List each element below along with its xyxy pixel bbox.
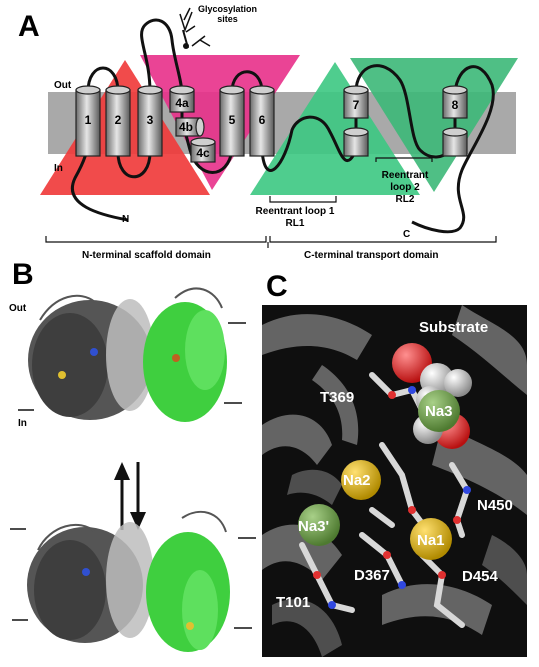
helix-3-label: 3 (146, 113, 154, 127)
green-triangle-left (250, 62, 420, 195)
rl1-label: Reentrant loop 1 RL1 (255, 206, 335, 229)
label-d367: D367 (354, 567, 390, 584)
rl2-bracket (375, 157, 433, 162)
helix-4b (175, 117, 205, 137)
helix-7 (343, 85, 369, 157)
helix-4b-label: 4b (178, 120, 193, 134)
helix-5 (219, 85, 245, 157)
label-na3-prime: Na3' (298, 518, 330, 535)
conformation-arrows (114, 462, 146, 530)
structure-outward (28, 287, 227, 422)
helix-1 (75, 85, 101, 157)
out-label-b: Out (9, 303, 27, 314)
helix-4a (169, 85, 195, 113)
glyco-dot (183, 43, 189, 49)
helix-1-label: 1 (84, 113, 92, 127)
rl1-bracket (269, 196, 337, 203)
panel-a-letter: A (18, 10, 40, 43)
domain-c-label: C-terminal transport domain (304, 250, 439, 261)
out-label-a: Out (54, 80, 72, 91)
helix-6-label: 6 (258, 113, 266, 127)
label-substrate: Substrate (419, 319, 489, 336)
helix-2-label: 2 (114, 113, 122, 127)
in-label-b: In (18, 418, 27, 429)
ion-na2 (341, 460, 381, 500)
domain-n-label: N-terminal scaffold domain (82, 250, 211, 261)
panel-c-binding-site (262, 305, 527, 657)
label-na1: Na1 (417, 532, 445, 549)
green-triangle-right (350, 58, 518, 192)
structure-inward (27, 510, 230, 652)
rl2-label: Reentrant loop 2 RL2 (381, 170, 429, 205)
domain-n-bracket (45, 236, 267, 243)
helix-7-label: 7 (352, 98, 360, 112)
panel-b-structures (10, 287, 256, 652)
helix-4a-label: 4a (175, 96, 189, 110)
helix-4c-label: 4c (196, 146, 210, 160)
glyco-label: Glycosylation sites (198, 4, 258, 24)
c-terminus-label: C (403, 229, 411, 240)
helix-2 (105, 85, 131, 157)
helix-8 (442, 85, 468, 157)
helix-5-label: 5 (228, 113, 236, 127)
domain-c-bracket (269, 236, 497, 243)
binding-site-render (262, 305, 527, 657)
label-n450: N450 (477, 497, 513, 514)
label-t369: T369 (320, 389, 355, 406)
panel-b-letter: B (12, 258, 34, 291)
label-na3: Na3 (425, 403, 453, 420)
ion-na1 (410, 518, 452, 560)
panel-c-letter: C (266, 270, 288, 303)
helix-3 (137, 85, 163, 157)
helix-6 (249, 85, 275, 157)
n-terminus-label: N (122, 214, 130, 225)
ion-na3 (418, 390, 460, 432)
label-t101: T101 (276, 594, 311, 611)
in-label-a: In (54, 163, 63, 174)
helix-4c (190, 137, 216, 163)
label-d454: D454 (462, 568, 498, 585)
panel-a-topology-diagram (40, 7, 518, 248)
ion-na3p (298, 504, 340, 546)
label-na2: Na2 (343, 472, 371, 489)
helix-8-label: 8 (451, 98, 459, 112)
